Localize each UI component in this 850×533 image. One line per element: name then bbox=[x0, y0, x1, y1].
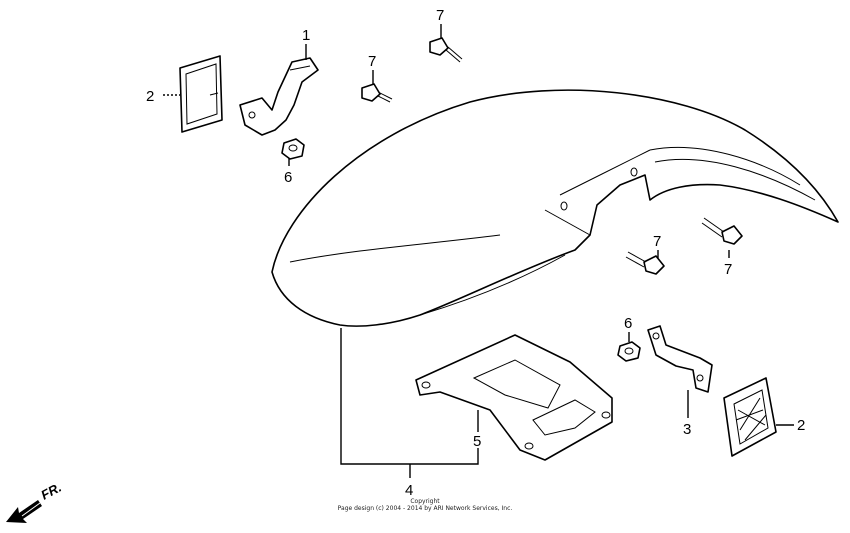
callout-2-right: 2 bbox=[797, 417, 805, 434]
bracket-part-3 bbox=[647, 325, 713, 393]
reflector-left-part-2 bbox=[179, 55, 223, 133]
copyright-line-2: Page design (c) 2004 - 2014 by ARI Netwo… bbox=[338, 505, 513, 512]
bolt-part-7-a bbox=[429, 37, 463, 63]
bolt-part-7-d bbox=[701, 217, 743, 245]
copyright-line-1: Copyright bbox=[410, 498, 440, 505]
callout-5: 5 bbox=[473, 433, 481, 450]
bracket-part-1 bbox=[239, 57, 319, 136]
leader-lines bbox=[163, 24, 794, 478]
callout-6-top: 6 bbox=[284, 169, 292, 186]
callout-4: 4 bbox=[405, 482, 413, 499]
callout-3: 3 bbox=[683, 421, 691, 438]
nut-part-6-top bbox=[281, 138, 305, 160]
callout-7-d: 7 bbox=[724, 261, 732, 278]
front-fender bbox=[271, 89, 839, 327]
nut-part-6-bottom bbox=[617, 341, 641, 362]
bolt-part-7-c bbox=[625, 251, 665, 275]
callout-2-left: 2 bbox=[146, 88, 154, 105]
reflector-right-part-2 bbox=[723, 377, 777, 457]
callout-7-c: 7 bbox=[653, 233, 661, 250]
callout-7-a: 7 bbox=[436, 7, 444, 24]
front-direction-label: FR. bbox=[38, 480, 64, 503]
callout-6-bottom: 6 bbox=[624, 315, 632, 332]
front-direction-arrow-icon bbox=[6, 500, 42, 523]
fender-stay-part-5 bbox=[415, 334, 613, 461]
bolt-part-7-b bbox=[361, 83, 393, 103]
callout-7-b: 7 bbox=[368, 53, 376, 70]
callout-1: 1 bbox=[302, 27, 310, 44]
